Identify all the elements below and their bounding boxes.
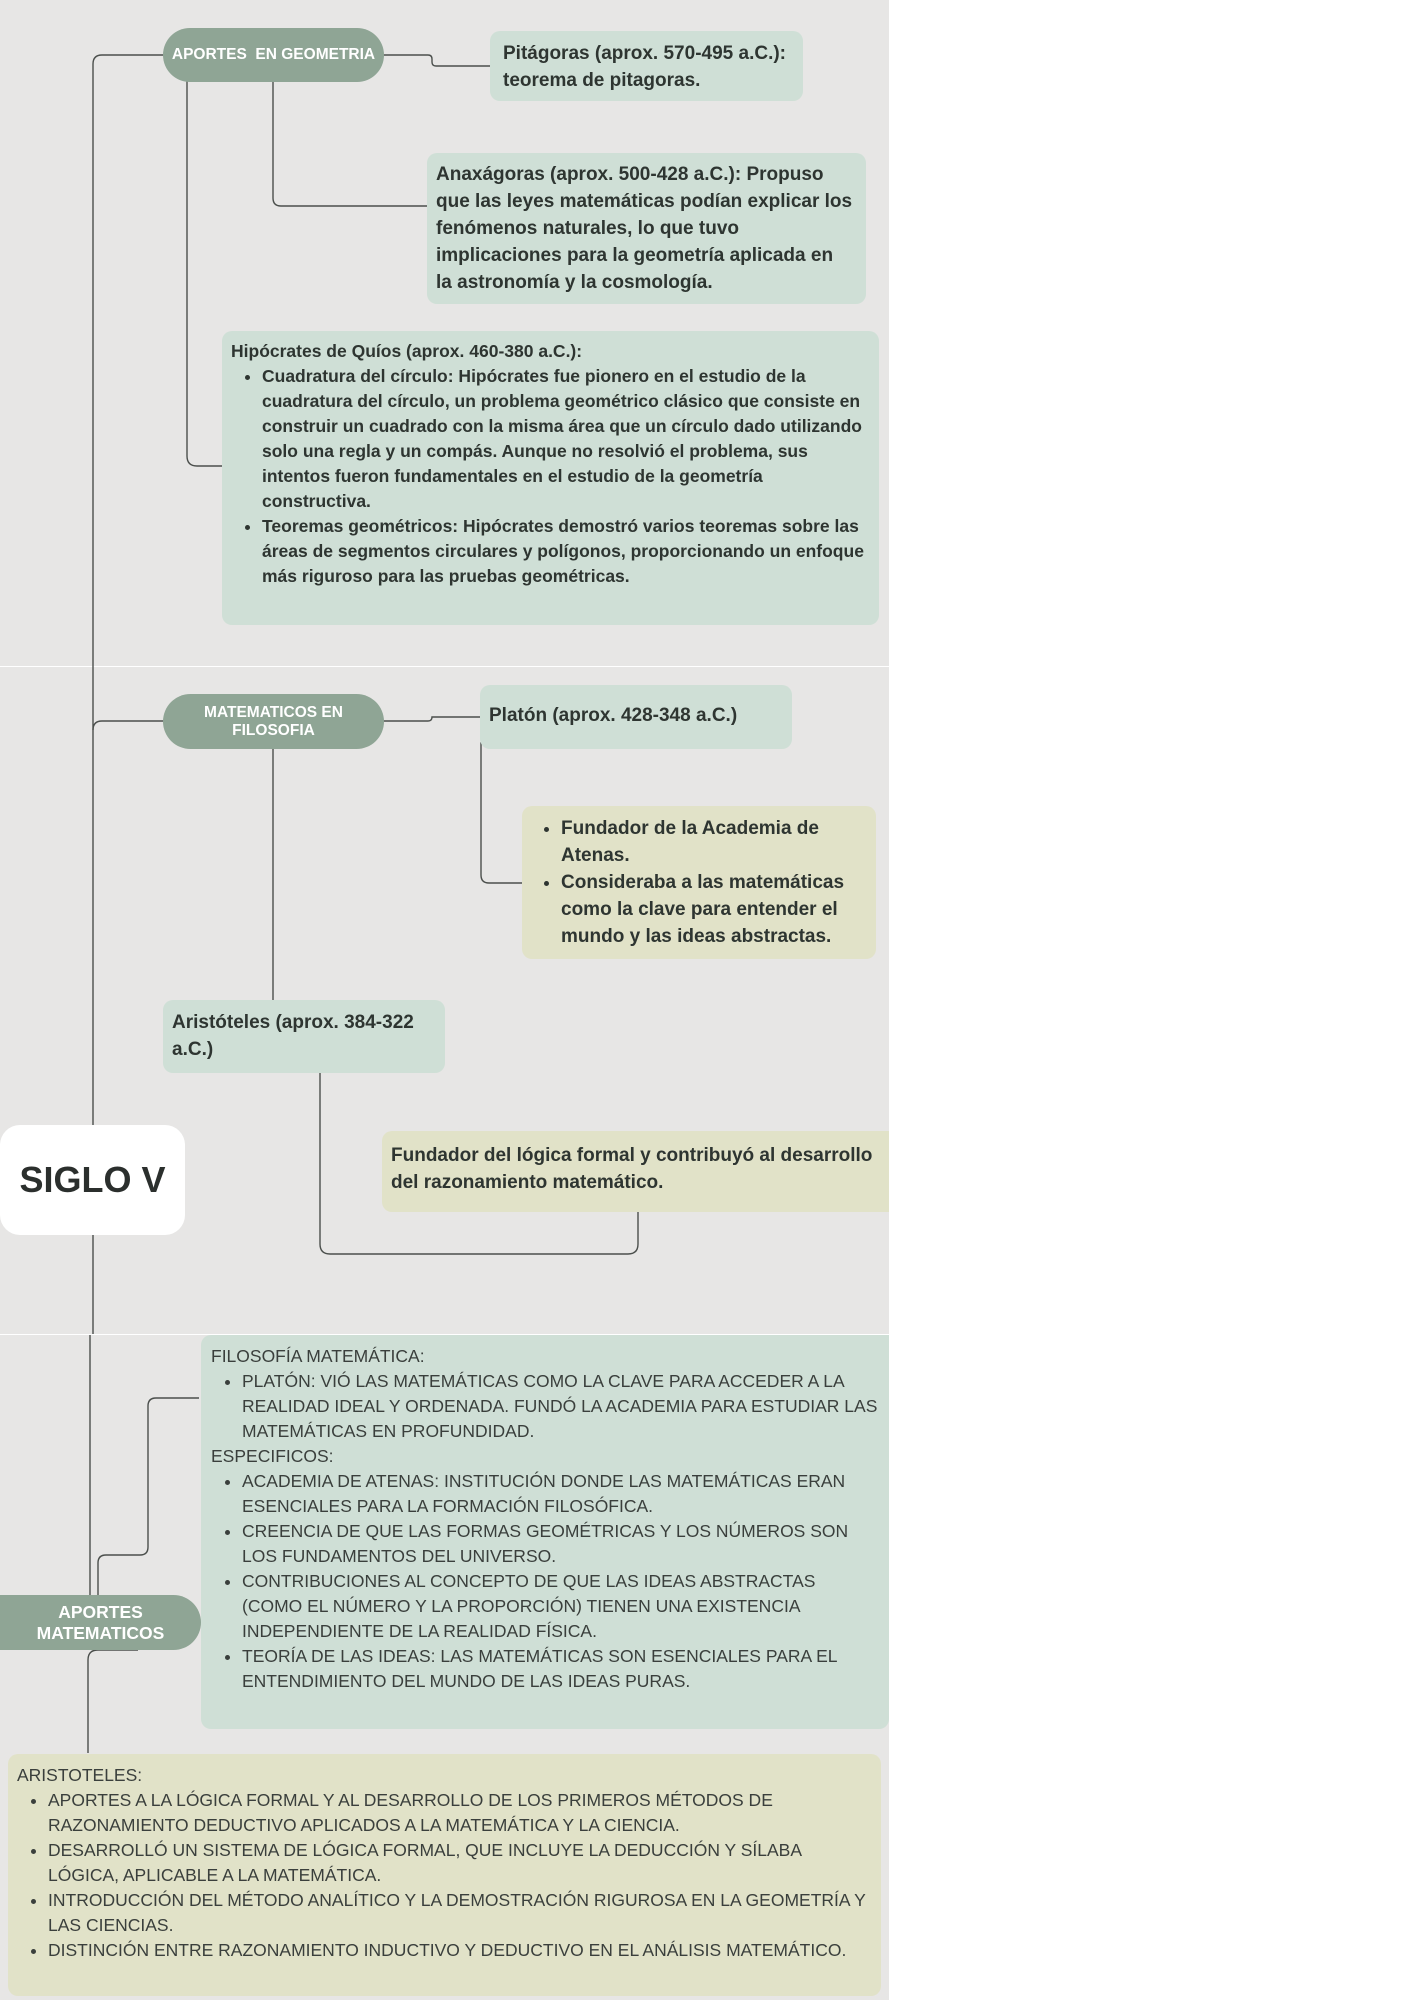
especificos-item-ideas: CONTRIBUCIONES AL CONCEPTO DE QUE LAS ID… — [242, 1569, 879, 1644]
especificos-item-formas: CREENCIA DE QUE LAS FORMAS GEOMÉTRICAS Y… — [242, 1519, 879, 1569]
aristoteles-name: Aristóteles (aprox. 384-322 a.C.) — [172, 1012, 414, 1060]
hipocrates-item-cuadratura: Cuadratura del círculo: Hipócrates fue p… — [262, 364, 867, 514]
central-topic-siglo-v[interactable]: SIGLO V — [0, 1125, 185, 1235]
aristoteles-box[interactable]: Aristóteles (aprox. 384-322 a.C.) — [163, 1000, 445, 1073]
filosofia-list: PLATÓN: VIÓ LAS MATEMÁTICAS COMO LA CLAV… — [211, 1369, 879, 1444]
platon-list: Fundador de la Academia de Atenas. Consi… — [530, 815, 866, 950]
pitagoras-box[interactable]: Pitágoras (aprox. 570-495 a.C.): teorema… — [490, 31, 803, 101]
anaxagoras-text: Anaxágoras (aprox. 500-428 a.C.): Propus… — [436, 164, 853, 293]
filosofia-matematica-box[interactable]: FILOSOFÍA MATEMÁTICA: PLATÓN: VIÓ LAS MA… — [201, 1335, 889, 1729]
aristoteles-item-sistema: DESARROLLÓ UN SISTEMA DE LÓGICA FORMAL, … — [48, 1838, 871, 1888]
hipocrates-list: Cuadratura del círculo: Hipócrates fue p… — [231, 364, 867, 589]
platon-item-matematicas: Consideraba a las matemáticas como la cl… — [561, 869, 866, 950]
geometry-node[interactable]: APORTES EN GEOMETRIA — [163, 28, 384, 82]
central-topic-label: SIGLO V — [19, 1159, 166, 1200]
filosofia-heading: FILOSOFÍA MATEMÁTICA: — [211, 1346, 425, 1366]
pitagoras-text: Pitágoras (aprox. 570-495 a.C.): teorema… — [503, 43, 786, 91]
contributions-node-label: APORTES MATEMATICOS — [36, 1602, 165, 1643]
aristoteles-contributions-heading: ARISTOTELES: — [17, 1765, 143, 1785]
aristoteles-detail-box[interactable]: Fundador del lógica formal y contribuyó … — [382, 1131, 889, 1212]
hipocrates-heading: Hipócrates de Quíos (aprox. 460-380 a.C.… — [231, 341, 583, 361]
philosophy-node[interactable]: MATEMATICOS EN FILOSOFIA — [163, 694, 384, 749]
especificos-item-teoria: TEORÍA DE LAS IDEAS: LAS MATEMÁTICAS SON… — [242, 1644, 879, 1694]
hipocrates-item-teoremas: Teoremas geométricos: Hipócrates demostr… — [262, 514, 867, 589]
hipocrates-box[interactable]: Hipócrates de Quíos (aprox. 460-380 a.C.… — [222, 331, 879, 625]
especificos-list: ACADEMIA DE ATENAS: INSTITUCIÓN DONDE LA… — [211, 1469, 879, 1694]
contributions-node[interactable]: APORTES MATEMATICOS — [0, 1595, 201, 1650]
platon-list-box[interactable]: Fundador de la Academia de Atenas. Consi… — [522, 806, 876, 959]
aristoteles-contributions-box[interactable]: ARISTOTELES: APORTES A LA LÓGICA FORMAL … — [8, 1754, 881, 1996]
aristoteles-item-logica: APORTES A LA LÓGICA FORMAL Y AL DESARROL… — [48, 1788, 871, 1838]
geometry-node-label: APORTES EN GEOMETRIA — [171, 46, 376, 64]
platon-item-academia: Fundador de la Academia de Atenas. — [561, 815, 866, 869]
platon-box[interactable]: Platón (aprox. 428-348 a.C.) — [480, 685, 792, 749]
aristoteles-item-metodo: INTRODUCCIÓN DEL MÉTODO ANALÍTICO Y LA D… — [48, 1888, 871, 1938]
aristoteles-detail-text: Fundador del lógica formal y contribuyó … — [391, 1145, 873, 1193]
platon-name: Platón (aprox. 428-348 a.C.) — [489, 705, 738, 726]
especificos-heading: ESPECIFICOS: — [211, 1446, 334, 1466]
aristoteles-item-distincion: DISTINCIÓN ENTRE RAZONAMIENTO INDUCTIVO … — [48, 1938, 871, 1963]
anaxagoras-box[interactable]: Anaxágoras (aprox. 500-428 a.C.): Propus… — [427, 153, 866, 304]
especificos-item-academia: ACADEMIA DE ATENAS: INSTITUCIÓN DONDE LA… — [242, 1469, 879, 1519]
filosofia-item-platon: PLATÓN: VIÓ LAS MATEMÁTICAS COMO LA CLAV… — [242, 1369, 879, 1444]
aristoteles-contributions-list: APORTES A LA LÓGICA FORMAL Y AL DESARROL… — [17, 1788, 871, 1963]
philosophy-node-label: MATEMATICOS EN FILOSOFIA — [204, 703, 343, 739]
